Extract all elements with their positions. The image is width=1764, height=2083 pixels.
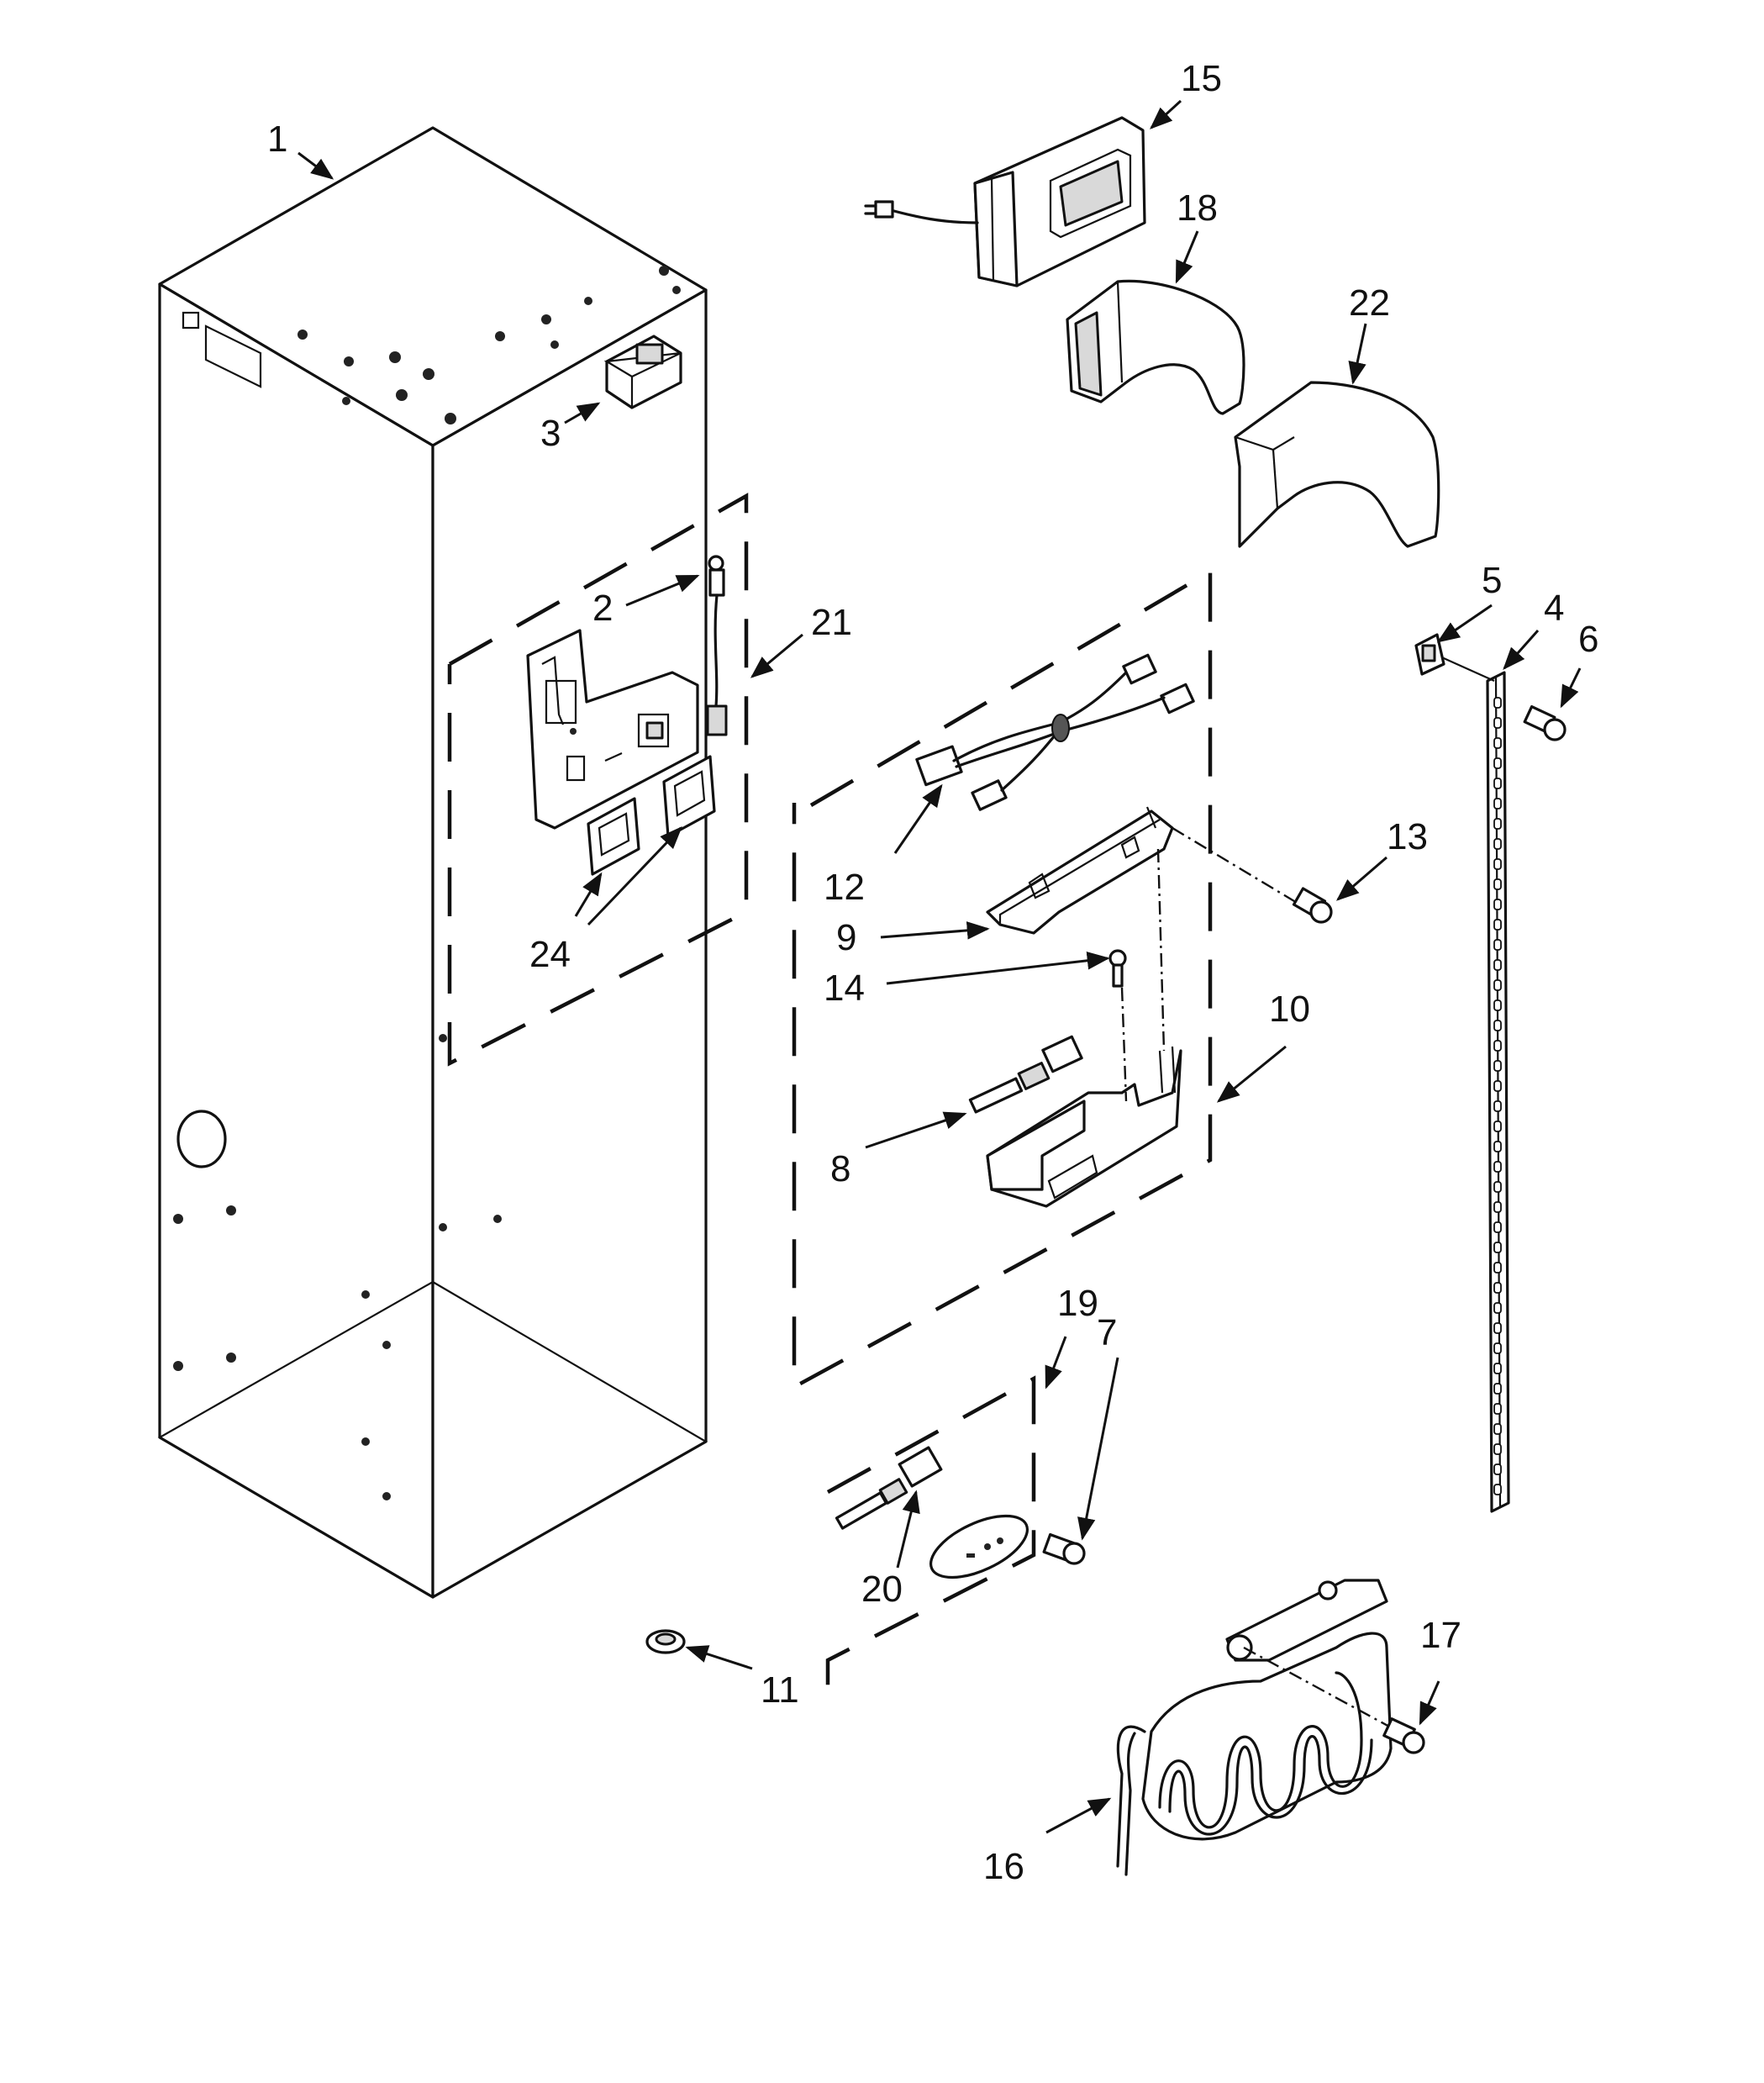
rail-slot [1493,979,1502,991]
rail-slot [1493,1161,1502,1173]
rail-slot [1493,1242,1502,1253]
rail-slot [1493,737,1502,749]
rail-slot [1493,899,1502,910]
callout-11: 11 [761,1669,799,1711]
rail-slot [1493,1383,1502,1395]
rail-slot [1493,818,1502,830]
rail-slot [1493,1443,1502,1455]
rail-slot [1493,798,1502,809]
evaporator-part-16 [1116,1579,1393,1876]
thermistor-part-2 [706,555,728,736]
rail-slot [1493,838,1502,850]
screw-part-6 [1523,704,1567,741]
rail-slot [1493,717,1502,729]
sensor-part-8 [968,1035,1083,1114]
callout-labels: 1 2 3 4 5 6 7 8 9 10 11 12 13 14 15 16 1… [267,58,1598,1887]
control-plate-part [929,1514,1029,1579]
rail-slot [1493,858,1502,870]
rail-slot [1493,1100,1502,1112]
rail-slot [1493,1141,1502,1152]
callout-17: 17 [1420,1615,1461,1656]
rail-slot [1493,778,1502,789]
screw-part-17 [1243,1646,1425,1754]
callout-6: 6 [1578,619,1598,660]
screw-part-14 [1108,949,1127,988]
callout-19: 19 [1057,1283,1098,1324]
rail-slot [1493,1322,1502,1334]
callout-9: 9 [836,917,856,958]
rail-slot [1493,1181,1502,1193]
screw-part-7 [1042,1532,1086,1565]
callout-7: 7 [1097,1312,1117,1353]
switch-part-3 [603,335,682,409]
rail-slot [1493,1201,1502,1213]
callout-5: 5 [1482,560,1502,601]
callout-13: 13 [1387,816,1428,857]
callout-15: 15 [1181,58,1222,99]
callout-20: 20 [861,1569,903,1610]
wire-harness-part-12 [915,653,1195,811]
rail-slot [1493,939,1502,951]
rail-slot [1493,1221,1502,1233]
rail-slot [1493,959,1502,971]
rail-slot [1493,1463,1502,1475]
callout-12: 12 [824,867,865,908]
rail-slot [1493,1020,1502,1031]
sensor-part-20 [835,1446,943,1530]
rail-slot [1493,1262,1502,1274]
callout-3: 3 [540,413,561,454]
plug-part-11 [645,1629,686,1654]
clip-part-5 [1414,633,1445,676]
screw-part-13 [1172,826,1333,924]
callout-24: 24 [529,934,571,975]
callout-16: 16 [983,1846,1024,1887]
rail-slot [1493,1040,1502,1052]
duct-part-18 [1066,279,1245,415]
callout-2: 2 [592,588,613,629]
control-housing-part [526,629,699,830]
callout-14: 14 [824,968,865,1009]
rail-slot [1493,1080,1502,1092]
rail-slot [1493,1403,1502,1415]
cover-part-9 [986,806,1174,935]
light-housing-part-15 [864,116,1146,287]
rail-slot [1493,1282,1502,1294]
rail-slot [1493,919,1502,931]
rail-slot [1493,1423,1502,1435]
rail-part-4 [1428,650,1510,1513]
rail-slot [1493,1121,1502,1132]
callout-18: 18 [1177,187,1218,229]
rail-slot [1493,1342,1502,1354]
rail-slot [1493,1302,1502,1314]
rail-slot [1493,757,1502,769]
duct-cover-part-22 [1234,381,1440,548]
dashed-group-main [792,568,1213,1390]
callout-22: 22 [1349,282,1390,324]
callout-21: 21 [811,602,852,643]
callout-4: 4 [1544,588,1564,629]
housing-part-10 [986,848,1182,1208]
rail-slot [1493,1363,1502,1374]
cabinet-part [157,126,708,1599]
rail-slot [1493,697,1502,709]
rail-slot [1493,999,1502,1011]
rail-slot [1493,1484,1502,1495]
lens-part-24 [587,755,716,876]
callout-1: 1 [267,119,287,160]
rail-slot [1493,878,1502,890]
leader-arrows [298,99,1582,1834]
dashed-group-19 [825,1375,1036,1690]
callout-8: 8 [830,1148,850,1189]
rail-slot [1493,1060,1502,1072]
callout-10: 10 [1269,989,1310,1030]
